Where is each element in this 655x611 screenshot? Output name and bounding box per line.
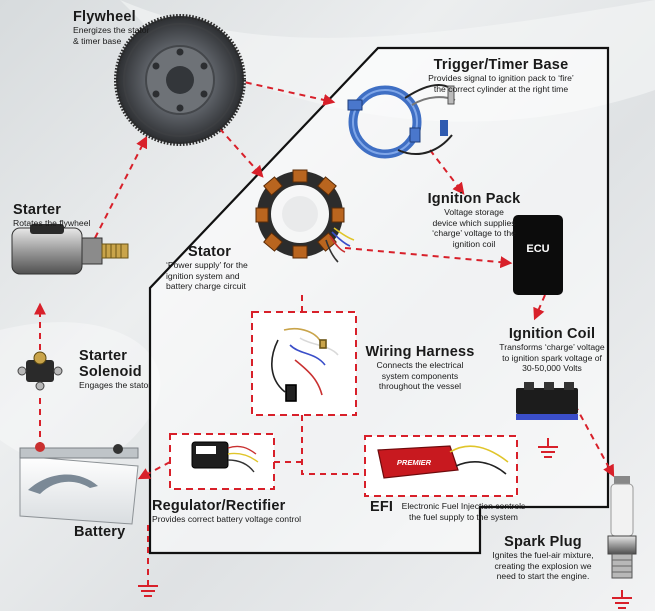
starter-solenoid-title-2: Solenoid xyxy=(79,364,142,380)
ignition-coil-image xyxy=(516,382,578,420)
flywheel-title: Flywheel xyxy=(73,9,136,25)
ignition-pack-desc-3: ‘charge’ voltage to the xyxy=(432,228,516,239)
stator-desc-2: ignition system and xyxy=(166,270,240,281)
starter-title: Starter xyxy=(13,202,62,218)
efi-desc-1: Electronic Fuel Injection controls xyxy=(401,501,526,511)
arrow-starter-flywheel xyxy=(94,135,148,239)
efi-title: EFI xyxy=(370,499,394,515)
efi-brand-label: PREMIER xyxy=(396,458,432,467)
flywheel-image xyxy=(114,14,246,146)
stator-label: Stator ‘Power supply’ for the ignition s… xyxy=(166,244,248,292)
stator-title: Stator xyxy=(188,244,232,260)
wiring-harness-image xyxy=(271,328,339,402)
ignition-coil-desc-2: to ignition spark voltage of xyxy=(502,352,602,363)
ignition-pack-desc-1: Voltage storage xyxy=(444,207,504,217)
wiring-harness-label: Wiring Harness Connects the electrical s… xyxy=(356,344,484,392)
efi-label: EFI Electronic Fuel Injection controls t… xyxy=(370,499,525,522)
flywheel-label: Flywheel Energizes the stator & timer ba… xyxy=(73,9,149,46)
wiring-harness-desc-2: system components xyxy=(381,370,459,381)
trigger-base-image xyxy=(347,84,456,159)
line-harness-hub xyxy=(301,415,365,475)
starter-image xyxy=(11,224,129,275)
efi-desc-block: Electronic Fuel Injection controls the f… xyxy=(402,501,526,522)
ignition-pack-title: Ignition Pack xyxy=(427,191,521,207)
ignition-coil-desc-3: 30-50,000 Volts xyxy=(522,363,582,374)
battery-image xyxy=(19,442,139,525)
ecu-label: ECU xyxy=(526,243,550,255)
stator-desc-3: battery charge circuit xyxy=(166,281,246,292)
starter-solenoid-image xyxy=(17,351,63,391)
spark-plug-desc-2: creating the explosion we xyxy=(494,560,592,571)
spark-plug-desc-3: need to start the engine. xyxy=(496,571,590,582)
spark-plug-desc-1: Ignites the fuel-air mixture, xyxy=(492,550,594,560)
arrow-coil-spark xyxy=(574,404,615,478)
stator-desc-1: ‘Power supply’ for the xyxy=(166,260,248,270)
ignition-pack-label: Ignition Pack Voltage storage device whi… xyxy=(420,191,528,249)
starter-desc: Rotates the flywheel xyxy=(13,218,91,228)
starter-solenoid-label: Starter Solenoid Engages the stator xyxy=(79,348,151,391)
flywheel-desc-1: Energizes the stator xyxy=(73,25,150,35)
ground-symbols xyxy=(138,438,632,609)
arrow-stator-ecu xyxy=(344,247,513,269)
trigger-desc-2: the correct cylinder at the right time xyxy=(433,83,569,94)
battery-title: Battery xyxy=(74,524,126,540)
ecu-block xyxy=(513,215,563,295)
system-frame xyxy=(148,46,610,555)
spark-plug-title: Spark Plug xyxy=(504,534,582,550)
arrow-regulator-battery xyxy=(137,461,171,480)
stator-image xyxy=(255,169,355,263)
regulator-desc: Provides correct battery voltage control xyxy=(152,514,302,524)
battery-label: Battery xyxy=(74,524,125,540)
arrow-trigger-pack xyxy=(429,149,465,195)
ignition-coil-title: Ignition Coil xyxy=(508,326,596,342)
spark-plug-label: Spark Plug Ignites the fuel-air mixture,… xyxy=(476,534,610,582)
trigger-desc-1: Provides signal to ignition pack to ‘fir… xyxy=(428,73,574,83)
starter-solenoid-title-1: Starter xyxy=(79,348,128,364)
trigger-label: Trigger/Timer Base Provides signal to ig… xyxy=(396,57,606,94)
regulator-image xyxy=(191,441,259,473)
ignition-coil-desc-1: Transforms ‘charge’ voltage xyxy=(499,342,605,352)
ignition-coil-label: Ignition Coil Transforms ‘charge’ voltag… xyxy=(488,326,616,374)
starter-label: Starter Rotates the flywheel xyxy=(13,202,90,229)
flywheel-desc-2: & timer base xyxy=(73,35,122,46)
arrow-flywheel-trigger xyxy=(234,79,336,106)
efi-desc-2: the fuel supply to the system xyxy=(409,511,518,522)
ignition-pack-desc-4: ignition coil xyxy=(452,238,496,249)
arrow-ecu-coil xyxy=(533,294,546,321)
regulator-title: Regulator/Rectifier xyxy=(152,498,286,514)
wiring-harness-desc-1: Connects the electrical xyxy=(376,360,464,370)
trigger-title: Trigger/Timer Base xyxy=(433,57,569,73)
spark-plug-image xyxy=(607,476,637,579)
efi-image xyxy=(377,445,509,479)
starter-solenoid-desc: Engages the stator xyxy=(79,380,152,390)
regulator-label: Regulator/Rectifier Provides correct bat… xyxy=(152,498,301,525)
ignition-pack-desc-2: device which supplies xyxy=(432,217,516,228)
wiring-harness-desc-3: throughout the vessel xyxy=(378,381,462,392)
wiring-harness-title: Wiring Harness xyxy=(365,344,475,360)
wiring-harness-box xyxy=(251,311,357,416)
